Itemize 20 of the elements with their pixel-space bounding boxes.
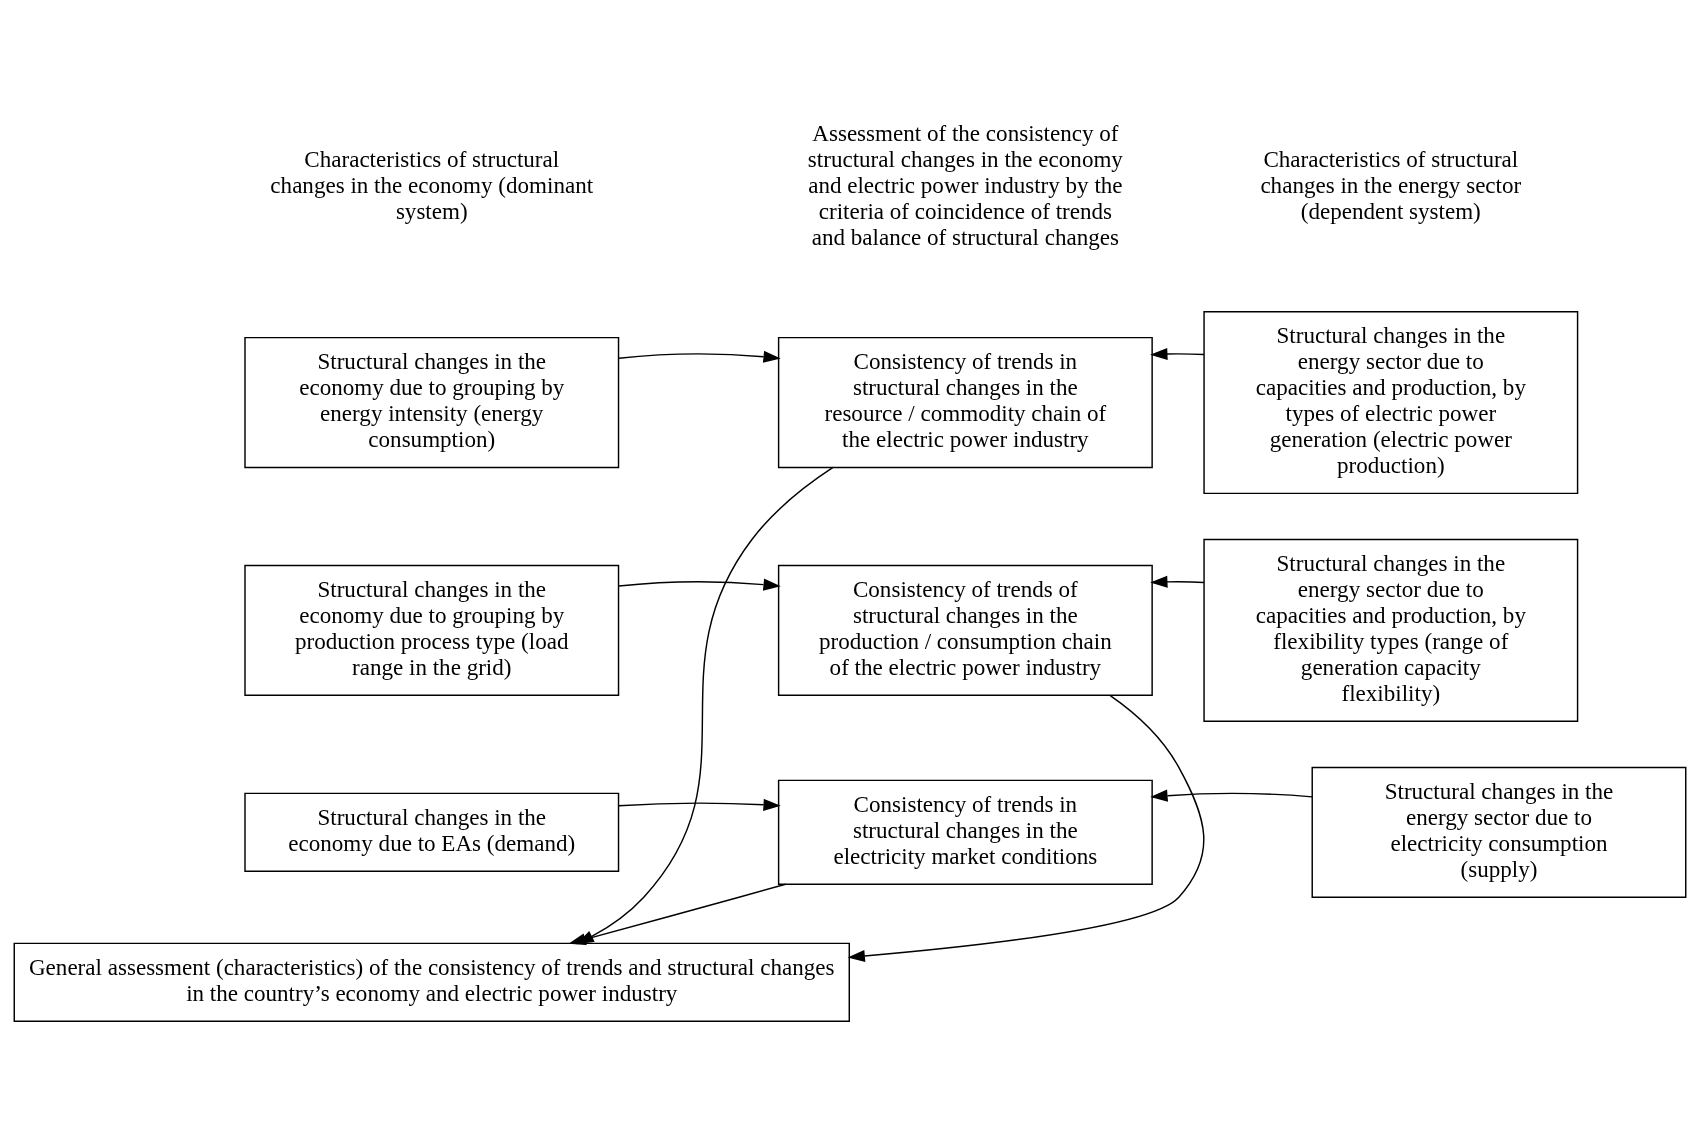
arrow	[618, 798, 781, 811]
node-box: General assessment (characteristics) of the consistency of trends and structural changes in the country’s economy and electric power industry	[13, 942, 850, 1022]
arrow	[618, 350, 781, 363]
arrow	[1150, 575, 1205, 588]
label: Characteristics of structural changes in the energy sector (dependent system)	[1260, 146, 1522, 225]
arrow	[1150, 347, 1205, 361]
arrow	[618, 578, 781, 591]
node-box: Structural changes in the energy sector due to capacities and production, by flexibility types (range of generation capacity flexibility)	[1203, 538, 1579, 722]
arrow	[847, 694, 1205, 962]
arrow	[1150, 789, 1313, 802]
node-box: Structural changes in the economy due to grouping by production process type (load range in the grid)	[244, 564, 620, 696]
node-box: Structural changes in the energy sector due to electricity consumption (supply)	[1311, 766, 1687, 898]
label: Assessment of the consistency of structural changes in the economy and electric power industry by the criteria of coincidence of trends and balance of structural changes	[807, 120, 1123, 251]
node-box: Structural changes in the economy due to EAs (demand)	[244, 792, 620, 872]
node-box: Consistency of trends in structural changes in the resource / commodity chain of the electric power industry	[777, 336, 1153, 469]
label: Characteristics of structural changes in the economy (dominant system)	[270, 146, 594, 225]
node-box: Consistency of trends of structural changes in the production / consumption chain of the electric power industry	[777, 564, 1153, 696]
node-box: Structural changes in the energy sector due to capacities and production, by types of electric power generation (electric power production)	[1203, 310, 1579, 495]
node-box: Consistency of trends in structural changes in the electricity market conditions	[777, 779, 1153, 885]
node-box: Structural changes in the economy due to grouping by energy intensity (energy consumption)	[244, 336, 620, 469]
